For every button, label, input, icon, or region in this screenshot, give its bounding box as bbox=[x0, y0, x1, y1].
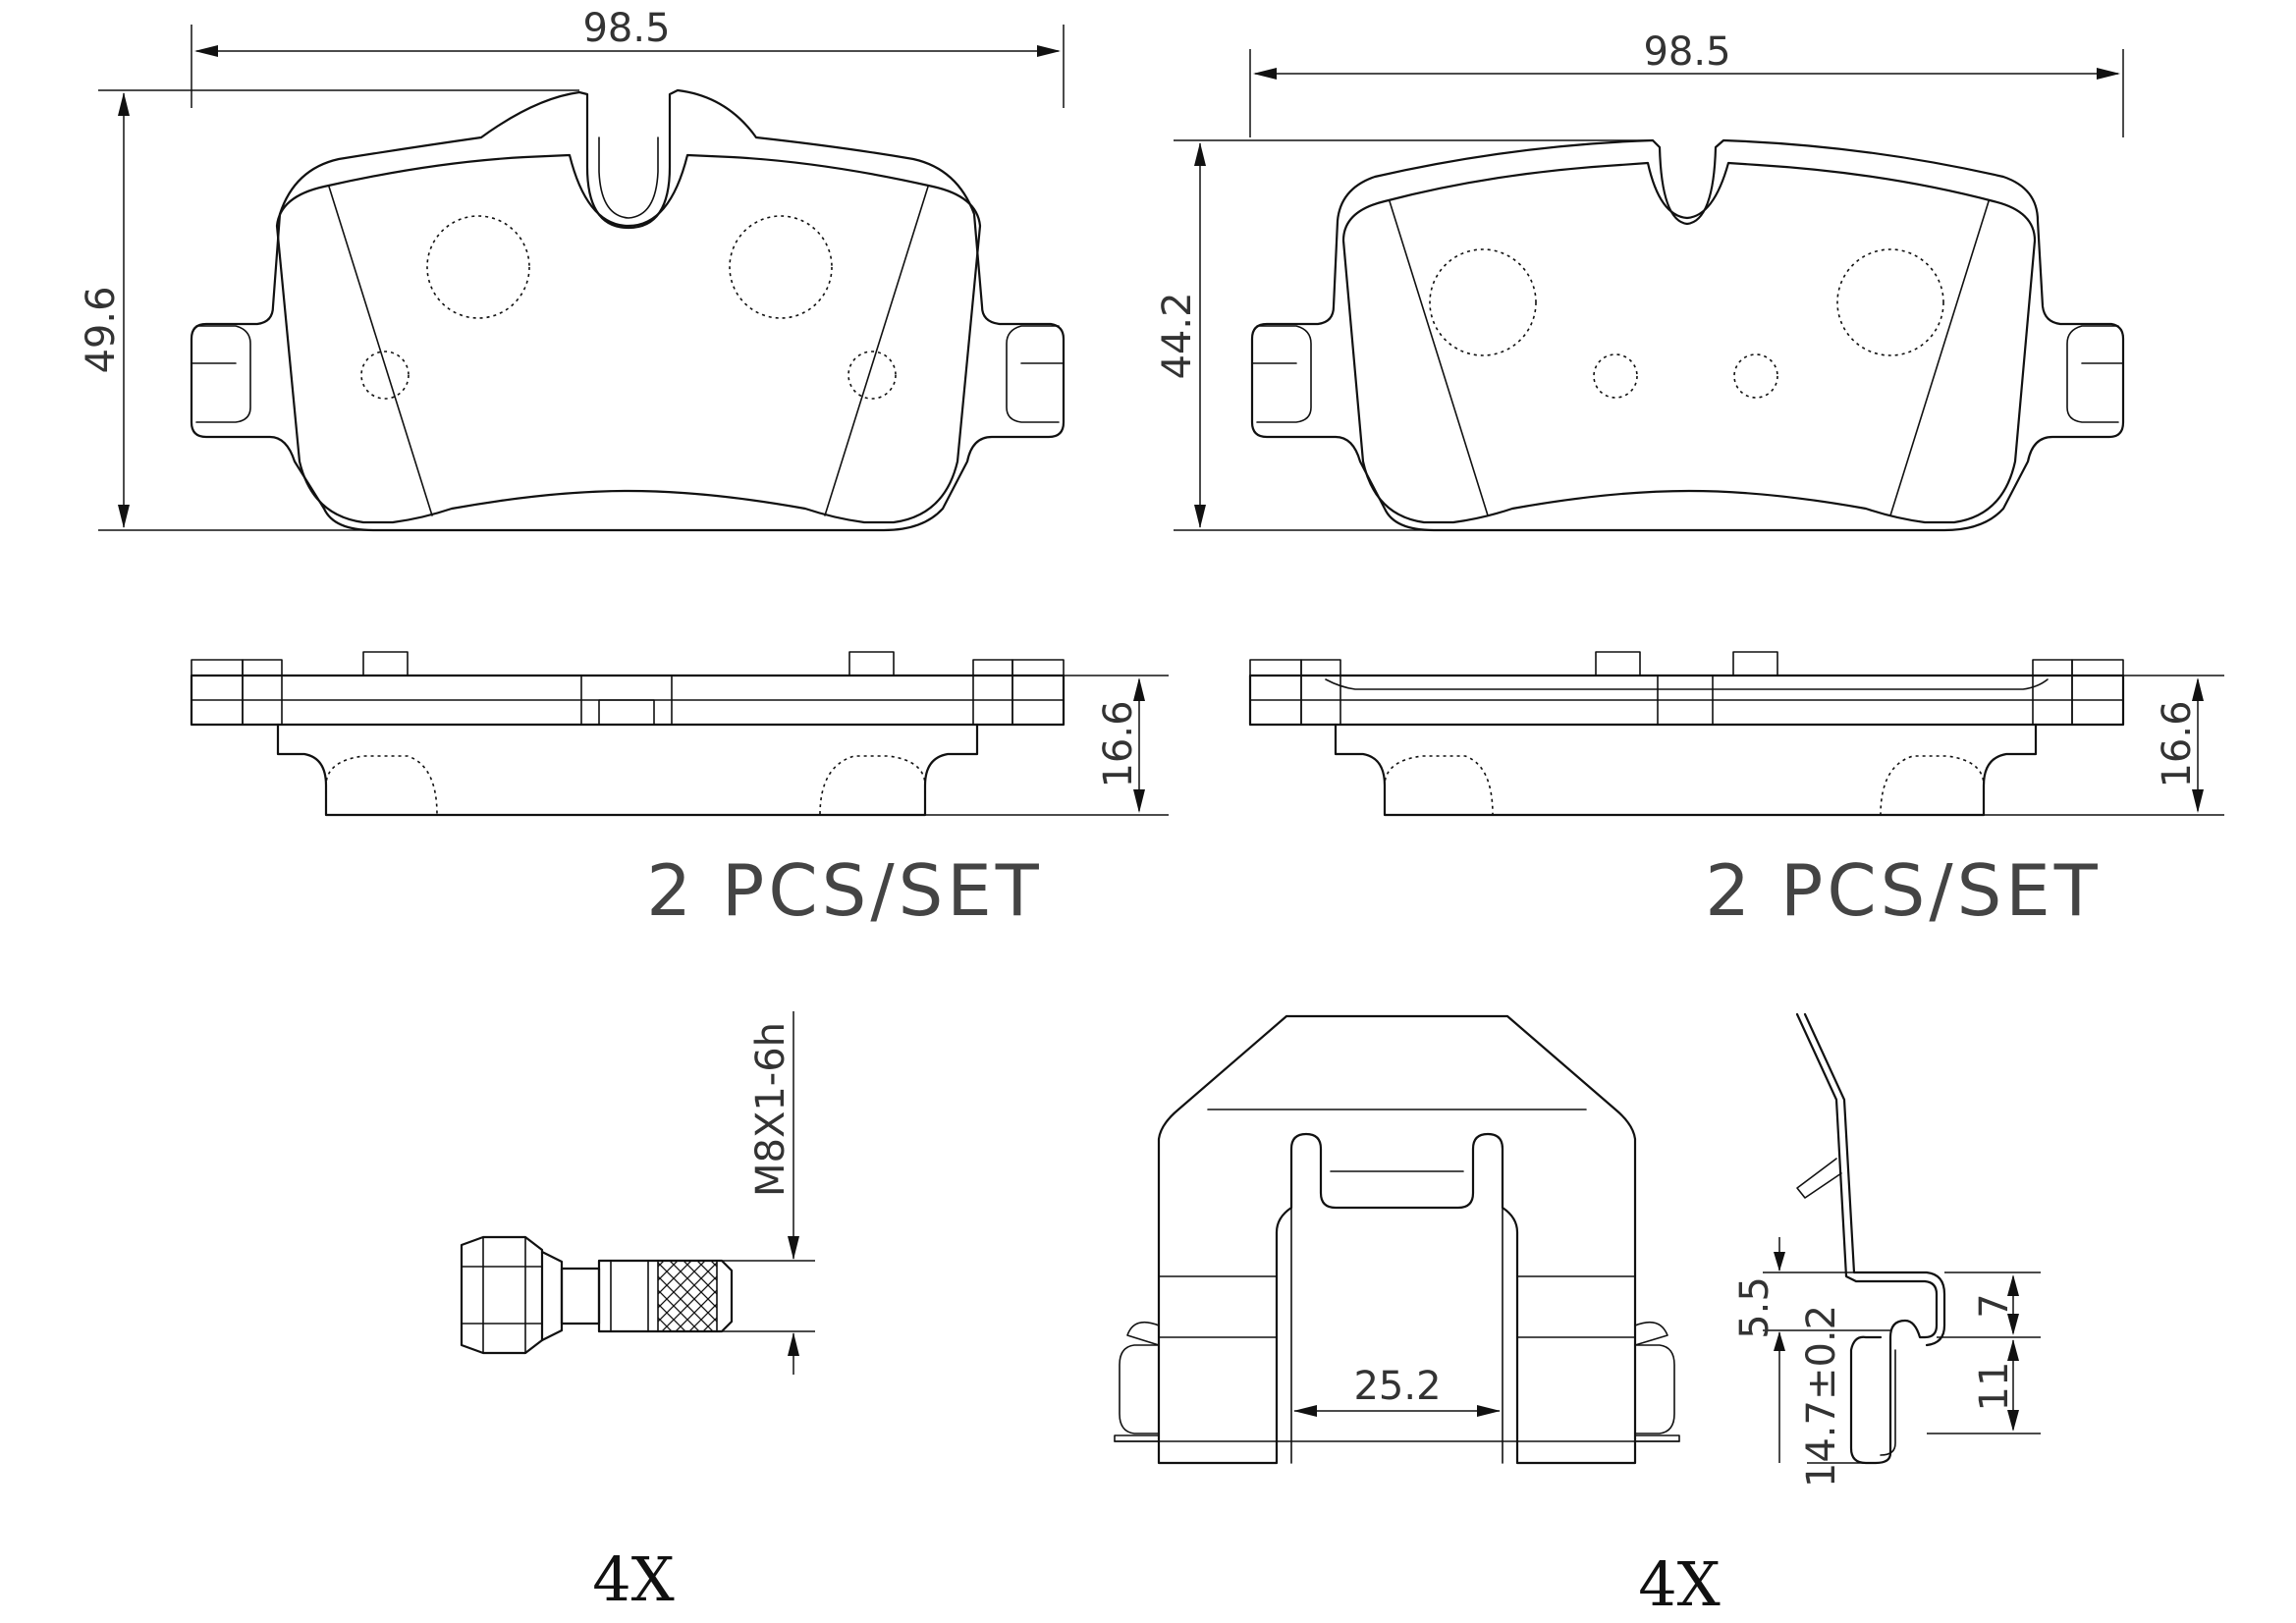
pad-a-thickness-dim: 16.6 bbox=[1096, 700, 1141, 787]
pad-b-set-label: 2 PCS/SET bbox=[1705, 849, 2102, 932]
clip-width-dim: 25.2 bbox=[1353, 1364, 1441, 1409]
pad-a-height-dim: 49.6 bbox=[79, 286, 124, 373]
pad-a-set-label: 2 PCS/SET bbox=[646, 849, 1043, 932]
pad-a-face-view: 98.5 49.6 bbox=[79, 6, 1066, 532]
pad-b-side-view: 16.6 2 PCS/SET bbox=[1248, 651, 2224, 932]
clip-height-dim-3: 14.7±0.2 bbox=[1799, 1305, 1844, 1488]
clip-height-dim-4: 11 bbox=[1972, 1362, 2017, 1412]
pad-a-side-view: 16.6 2 PCS/SET bbox=[190, 651, 1169, 932]
abutment-clip-side-view: 5.5 14.7±0.2 7 11 bbox=[1732, 1012, 2041, 1488]
abutment-clip-front-view: 25.2 4X bbox=[1114, 1014, 1721, 1620]
guide-bolt-drawing: M8X1-6h 4X bbox=[460, 1011, 815, 1615]
pad-b-width-dim: 98.5 bbox=[1643, 29, 1730, 75]
bolt-quantity: 4X bbox=[592, 1543, 675, 1615]
pad-b-thickness-dim: 16.6 bbox=[2155, 700, 2200, 787]
bolt-thread-spec: M8X1-6h bbox=[748, 1022, 793, 1197]
pad-b-face-view: 98.5 44.2 bbox=[1155, 29, 2125, 532]
clip-quantity: 4X bbox=[1638, 1548, 1721, 1620]
clip-height-dim-1: 5.5 bbox=[1732, 1276, 1777, 1339]
clip-height-dim-2: 7 bbox=[1972, 1293, 2017, 1318]
pad-a-width-dim: 98.5 bbox=[582, 6, 670, 51]
pad-b-height-dim: 44.2 bbox=[1155, 292, 1200, 379]
